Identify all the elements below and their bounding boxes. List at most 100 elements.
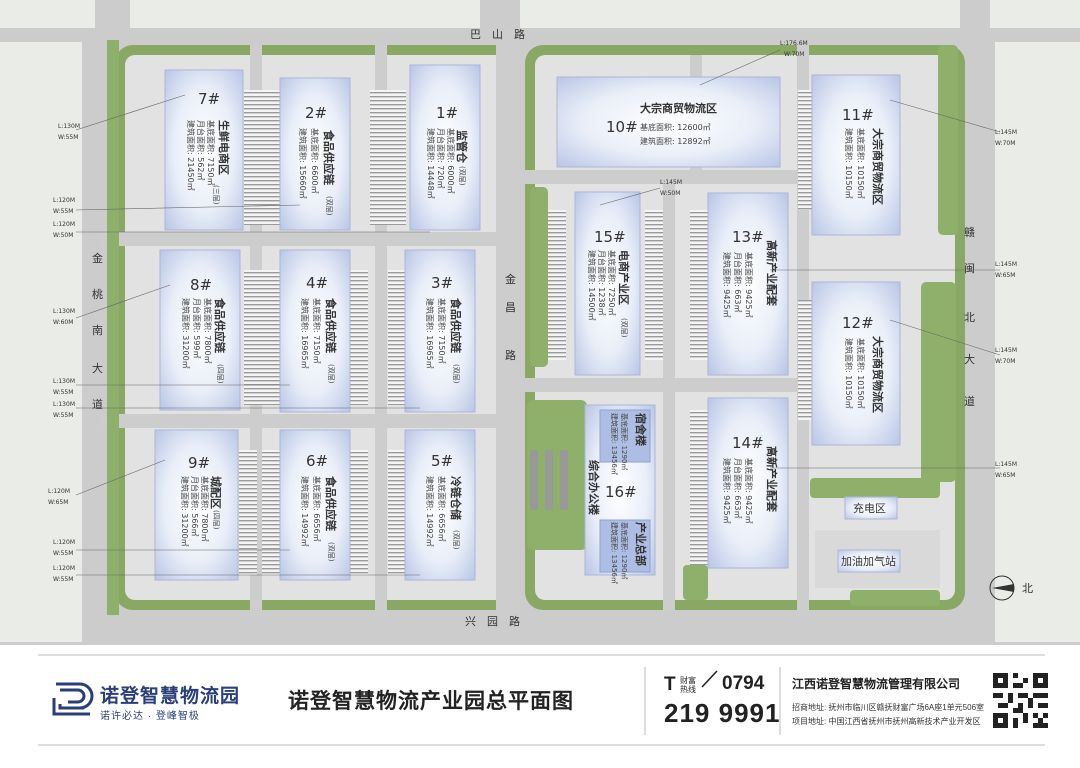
building-11[interactable]: 11# 大宗商贸物流区 基底面积: 10150㎡ 建筑面积: 10150㎡ bbox=[811, 74, 901, 236]
svg-text:基底面积: 12600㎡: 基底面积: 12600㎡ bbox=[640, 122, 711, 132]
building-12[interactable]: 12# 大宗商贸物流区 基底面积: 10150㎡ 建筑面积: 10150㎡ bbox=[811, 281, 901, 446]
svg-text:高新产业配套: 高新产业配套 bbox=[765, 240, 779, 307]
svg-text:月台面积: 599㎡: 月台面积: 599㎡ bbox=[192, 298, 202, 359]
svg-text:L:120M: L:120M bbox=[53, 221, 75, 228]
svg-text:大: 大 bbox=[964, 352, 975, 366]
green-islands bbox=[107, 40, 958, 615]
svg-text:昌: 昌 bbox=[505, 301, 516, 314]
svg-text:月台面积: 562㎡: 月台面积: 562㎡ bbox=[196, 120, 206, 181]
building-6[interactable]: 6# 食品供应链 (双层) 基底面积: 6656㎡ 建筑面积: 14992㎡ bbox=[279, 429, 351, 581]
dorm-label: 宿舍楼 bbox=[634, 413, 648, 446]
svg-text:10#: 10# bbox=[606, 118, 638, 136]
svg-text:L:130M: L:130M bbox=[53, 308, 75, 315]
svg-text:W:70M: W:70M bbox=[995, 358, 1015, 365]
svg-text:L:120M: L:120M bbox=[53, 197, 75, 204]
building-1[interactable]: 1# 监管仓 (双层) 基底面积: 6000㎡ 月台面积: 720㎡ 建筑面积:… bbox=[409, 64, 481, 231]
svg-text:月台面积: 663㎡: 月台面积: 663㎡ bbox=[733, 252, 743, 313]
svg-text:基底面积: 7150㎡: 基底面积: 7150㎡ bbox=[312, 298, 322, 364]
svg-text:W:65M: W:65M bbox=[995, 272, 1015, 279]
svg-text:6#: 6# bbox=[306, 452, 328, 470]
svg-text:月台面积: 720㎡: 月台面积: 720㎡ bbox=[436, 128, 446, 189]
qr-code-icon bbox=[993, 673, 1048, 728]
building-9[interactable]: 9# 城配区 (四层) 基底面积: 7800㎡ 月台面积: 566㎡ 建筑面积:… bbox=[154, 429, 239, 581]
svg-text:月台面积: 1238㎡: 月台面积: 1238㎡ bbox=[597, 250, 607, 316]
svg-text:(四层): (四层) bbox=[212, 510, 220, 530]
svg-text:2#: 2# bbox=[305, 104, 327, 122]
svg-text:基底面积: 7800㎡: 基底面积: 7800㎡ bbox=[200, 476, 210, 542]
svg-text:W:55M: W:55M bbox=[53, 208, 73, 215]
footer-lines bbox=[38, 654, 1045, 746]
svg-text:基底面积: 7150㎡: 基底面积: 7150㎡ bbox=[206, 120, 216, 186]
svg-text:15#: 15# bbox=[594, 228, 626, 246]
svg-text:1#: 1# bbox=[436, 104, 458, 122]
svg-text:(双层): (双层) bbox=[620, 318, 628, 338]
svg-text:W:60M: W:60M bbox=[53, 319, 73, 326]
building-13[interactable]: 13# 高新产业配套 基底面积: 9425㎡ 月台面积: 663㎡ 建筑面积: … bbox=[707, 192, 789, 376]
svg-text:建筑面积: 13456㎡: 建筑面积: 13456㎡ bbox=[610, 413, 619, 475]
svg-text:城配区: 城配区 bbox=[209, 476, 223, 509]
svg-text:L:120M: L:120M bbox=[53, 565, 75, 572]
svg-text:W:70M: W:70M bbox=[995, 140, 1015, 147]
svg-text:建筑面积: 21450㎡: 建筑面积: 21450㎡ bbox=[186, 120, 196, 191]
svg-text:L:145M: L:145M bbox=[995, 461, 1017, 468]
svg-text:9#: 9# bbox=[188, 454, 210, 472]
svg-text:基底面积: 1290㎡: 基底面积: 1290㎡ bbox=[620, 413, 629, 470]
svg-text:建筑面积: 31200㎡: 建筑面积: 31200㎡ bbox=[180, 476, 190, 547]
svg-text:7#: 7# bbox=[198, 90, 220, 108]
dimension-leaders bbox=[75, 49, 1001, 576]
svg-text:基底面积: 10150㎡: 基底面积: 10150㎡ bbox=[856, 128, 866, 199]
svg-text:建筑面积: 9425㎡: 建筑面积: 9425㎡ bbox=[722, 458, 732, 524]
svg-text:食品供应链: 食品供应链 bbox=[213, 298, 227, 354]
svg-text:W:50M: W:50M bbox=[660, 190, 680, 197]
building-16[interactable]: 16# 综合办公楼 宿舍楼 基底面积: 1290㎡ 建筑面积: 13456㎡ 产… bbox=[584, 404, 656, 584]
building-2[interactable]: 2# 食品供应链 (双层) 基底面积: 6600㎡ 建筑面积: 15660㎡ bbox=[279, 77, 351, 231]
svg-text:月台面积: 566㎡: 月台面积: 566㎡ bbox=[190, 476, 200, 537]
svg-text:基底面积: 6600㎡: 基底面积: 6600㎡ bbox=[310, 128, 320, 194]
svg-text:L:130M: L:130M bbox=[58, 123, 80, 130]
svg-text:3#: 3# bbox=[431, 274, 453, 292]
svg-text:北: 北 bbox=[1022, 582, 1033, 595]
svg-text:(双层): (双层) bbox=[452, 364, 460, 384]
building-7[interactable]: 7# 生鲜电商区 (三层) 基底面积: 7150㎡ 月台面积: 562㎡ 建筑面… bbox=[164, 69, 244, 231]
compass: 北 bbox=[989, 575, 1033, 601]
building-5[interactable]: 5# 冷链仓储 (双层) 基底面积: 6656㎡ 建筑面积: 14992㎡ bbox=[404, 429, 476, 581]
east-lot bbox=[995, 42, 1080, 642]
charging-area[interactable]: 充电区 bbox=[844, 496, 898, 520]
svg-text:南: 南 bbox=[92, 324, 103, 337]
svg-text:L:145M: L:145M bbox=[995, 129, 1017, 136]
loading-docks bbox=[239, 90, 812, 575]
building-15[interactable]: 15# 电商产业区 (双层) 基底面积: 7250㎡ 月台面积: 1238㎡ 建… bbox=[574, 191, 641, 376]
svg-text:综合办公楼: 综合办公楼 bbox=[587, 460, 601, 515]
road-label-north: 巴 山 路 bbox=[470, 28, 525, 41]
footer bbox=[0, 645, 1080, 768]
svg-text:16#: 16# bbox=[605, 483, 637, 501]
road-label-east: 赣 闽 北 大 道 bbox=[964, 225, 975, 408]
gas-station[interactable]: 加油加气站 bbox=[815, 530, 940, 588]
svg-text:(四层): (四层) bbox=[216, 364, 224, 384]
svg-text:加油加气站: 加油加气站 bbox=[841, 554, 896, 568]
west-lot bbox=[0, 42, 82, 642]
svg-text:食品供应链: 食品供应链 bbox=[449, 298, 463, 354]
svg-text:北: 北 bbox=[964, 311, 975, 324]
hotline-area-code: 0794 bbox=[722, 673, 765, 694]
logo-slogan: 诺许必达 · 登峰智极 bbox=[100, 711, 200, 722]
dimension-labels: L:130M W:55M L:120M W:55M L:120M W:50M L… bbox=[48, 40, 1017, 583]
svg-text:建筑面积: 14448㎡: 建筑面积: 14448㎡ bbox=[426, 128, 436, 199]
building-14[interactable]: 14# 高新产业配套 基底面积: 9425㎡ 月台面积: 663㎡ 建筑面积: … bbox=[707, 397, 789, 569]
hotline-prefix: T bbox=[664, 674, 676, 695]
svg-text:L:120M: L:120M bbox=[48, 488, 70, 495]
svg-text:桃: 桃 bbox=[92, 287, 103, 301]
building-10[interactable]: 10# 大宗商贸物流区 基底面积: 12600㎡ 建筑面积: 12892㎡ bbox=[556, 76, 781, 168]
svg-text:金: 金 bbox=[505, 272, 516, 286]
svg-text:建筑面积: 14992㎡: 建筑面积: 14992㎡ bbox=[425, 476, 435, 547]
building-3[interactable]: 3# 食品供应链 (双层) 基底面积: 7150㎡ 建筑面积: 16965㎡ bbox=[404, 249, 476, 413]
road-label-south: 兴 园 路 bbox=[465, 615, 520, 628]
building-8[interactable]: 8# 食品供应链 (四层) 基底面积: 7800㎡ 月台面积: 599㎡ 建筑面… bbox=[159, 249, 241, 411]
hotline-number: 219 9991 bbox=[664, 698, 781, 728]
corner-lot bbox=[0, 0, 95, 28]
svg-text:建筑面积: 14992㎡: 建筑面积: 14992㎡ bbox=[300, 476, 310, 547]
building-4[interactable]: 4# 食品供应链 (双层) 基底面积: 7150㎡ 建筑面积: 16965㎡ bbox=[279, 249, 351, 413]
svg-text:W:70M: W:70M bbox=[784, 51, 804, 58]
svg-text:11#: 11# bbox=[842, 106, 874, 124]
svg-text:建筑面积: 15660㎡: 建筑面积: 15660㎡ bbox=[298, 128, 308, 199]
